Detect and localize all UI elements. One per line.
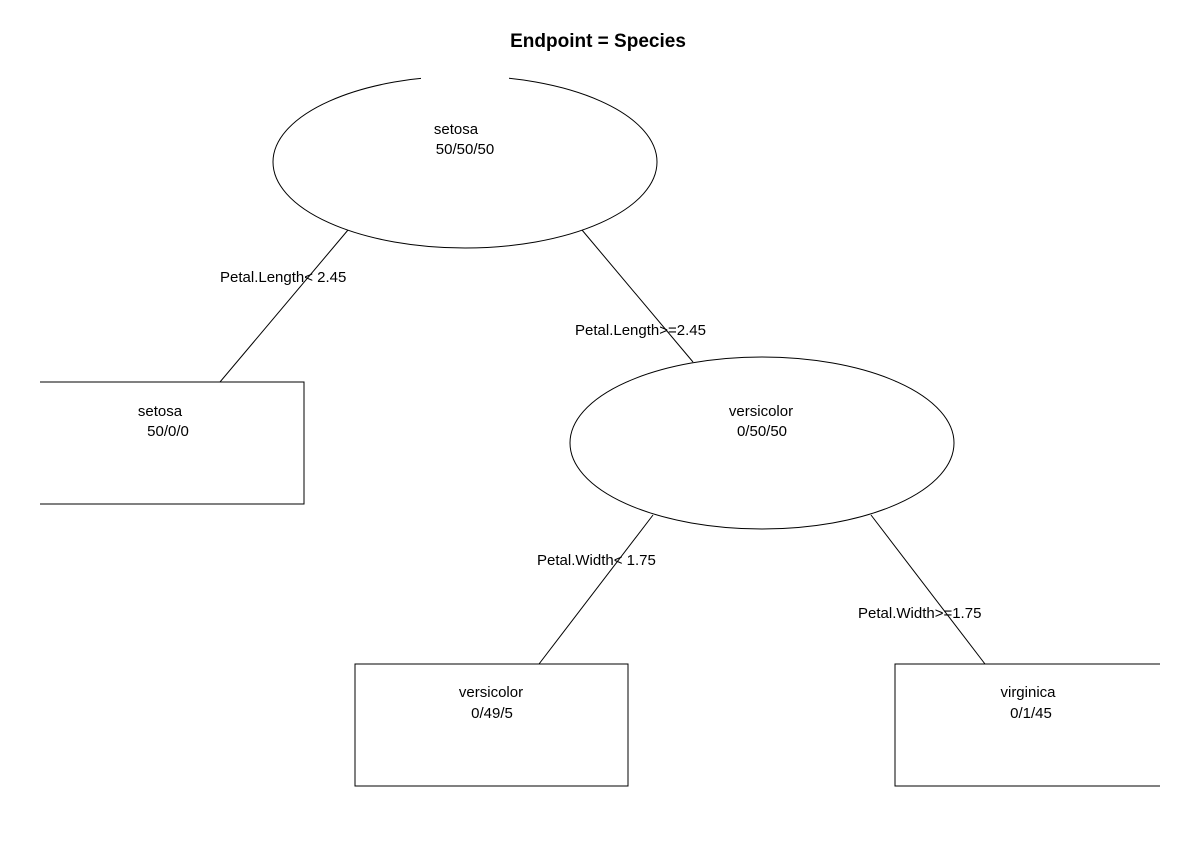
node-root-shape xyxy=(272,75,658,249)
node-leaf-virginica-shape xyxy=(894,663,1160,787)
node-leaf-setosa-shape xyxy=(40,381,305,505)
edge-root-to-setosa xyxy=(219,229,349,383)
edge-versicolor-to-versicolor-leaf xyxy=(538,514,654,665)
edge-versicolor-to-virginica-leaf xyxy=(870,514,986,665)
node-split-versicolor: versicolor 0/50/50 xyxy=(569,356,955,530)
edge-label-petal-width-lt: Petal.Width< 1.75 xyxy=(537,552,656,569)
node-leaf-versicolor-counts: 0/49/5 xyxy=(471,705,513,722)
node-leaf-setosa: setosa 50/0/0 xyxy=(40,381,305,505)
node-leaf-versicolor-label: versicolor xyxy=(459,684,523,701)
node-split-versicolor-counts: 0/50/50 xyxy=(737,423,787,440)
node-leaf-setosa-label: setosa xyxy=(138,403,183,420)
edge-root-to-versicolor xyxy=(581,229,694,363)
edge-label-petal-length-ge: Petal.Length>=2.45 xyxy=(575,322,706,339)
node-leaf-versicolor: versicolor 0/49/5 xyxy=(354,663,629,787)
node-leaf-versicolor-shape xyxy=(354,663,629,787)
node-split-versicolor-label: versicolor xyxy=(729,403,793,420)
node-leaf-setosa-counts: 50/0/0 xyxy=(147,423,189,440)
node-root-gap xyxy=(421,70,509,82)
node-leaf-virginica: virginica 0/1/45 xyxy=(894,663,1160,787)
node-root: setosa 50/50/50 xyxy=(272,70,658,249)
node-root-counts: 50/50/50 xyxy=(436,141,494,158)
node-leaf-virginica-label: virginica xyxy=(1000,684,1056,701)
node-split-versicolor-shape xyxy=(569,356,955,530)
node-root-label: setosa xyxy=(434,121,479,138)
node-leaf-virginica-counts: 0/1/45 xyxy=(1010,705,1052,722)
diagram-title: Endpoint = Species xyxy=(510,31,686,52)
edge-label-petal-length-lt: Petal.Length< 2.45 xyxy=(220,269,346,286)
edge-label-petal-width-ge: Petal.Width>=1.75 xyxy=(858,605,981,622)
